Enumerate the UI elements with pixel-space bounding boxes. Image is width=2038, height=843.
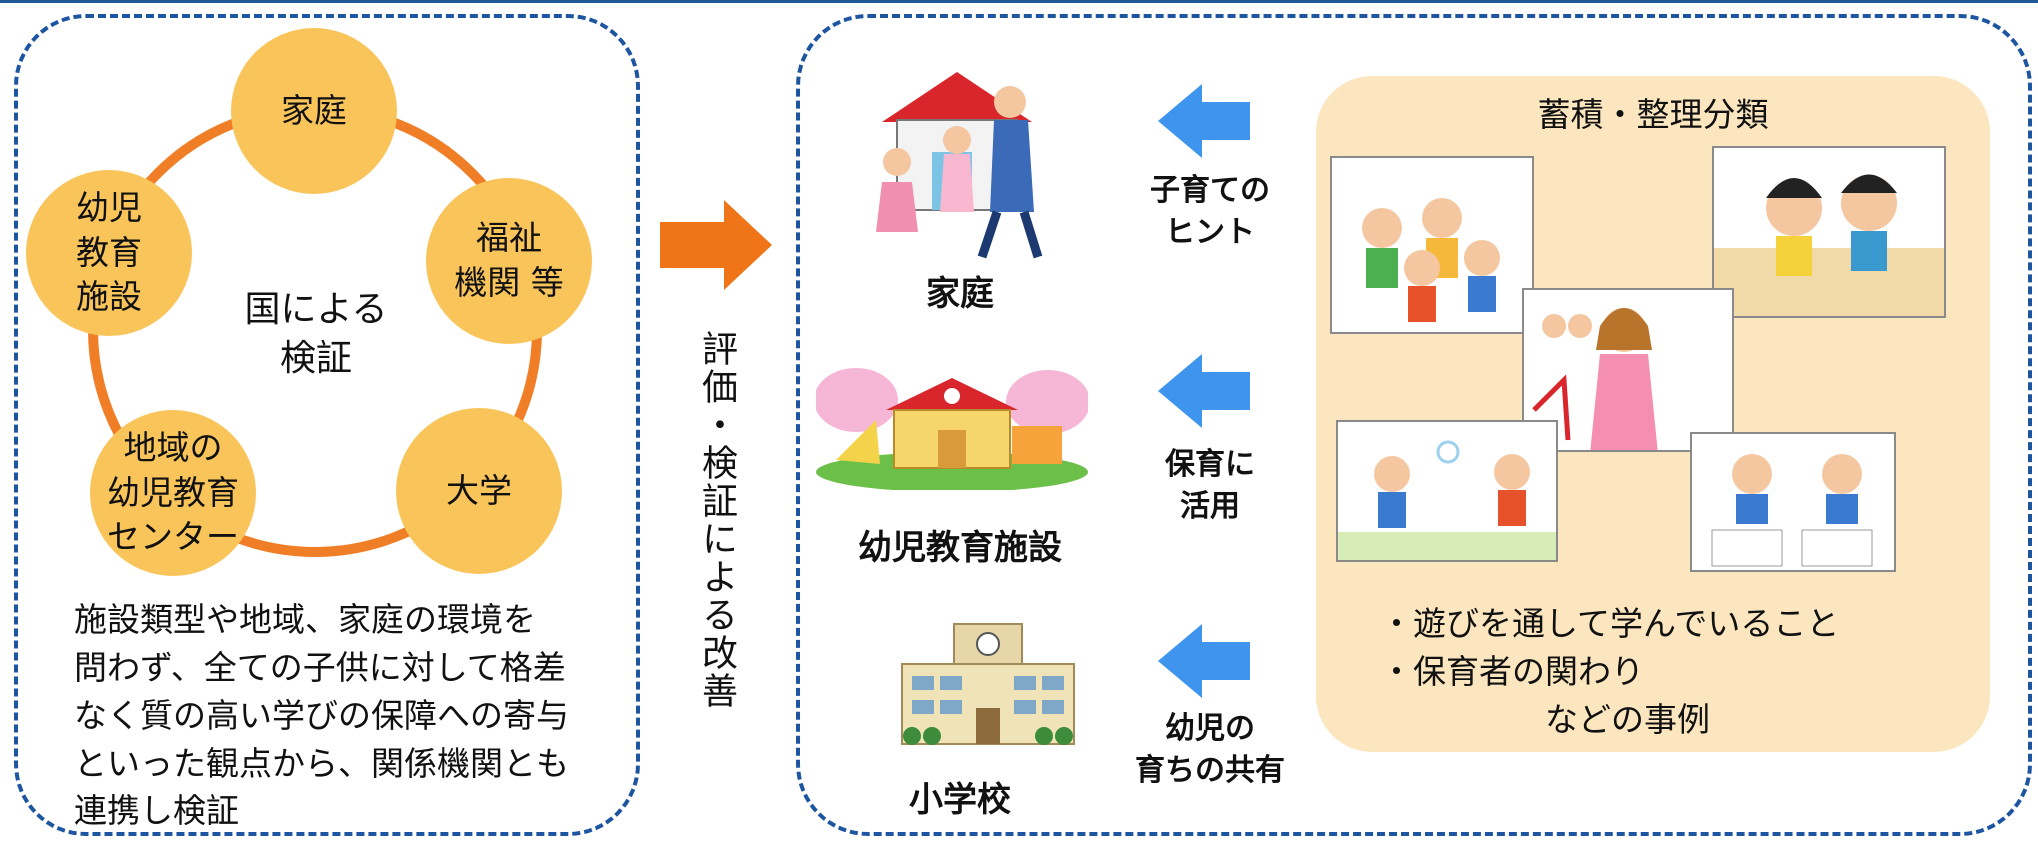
accumulation-note: などの事例 [1380, 699, 1710, 739]
photo-children-drawing [1690, 432, 1896, 572]
verification-description: 施設類型や地域、家庭の環境を 問わず、全ての子供に対して格差 なく質の高い学びの… [74, 600, 569, 831]
flow-arrow-icon [1158, 624, 1250, 698]
family-illustration [876, 72, 1043, 259]
facility-illustration [816, 368, 1088, 490]
flow-label-childcare: 保育に 活用 [1165, 447, 1255, 524]
flow-arrow-icon [1158, 84, 1250, 158]
utilization-box [796, 14, 2032, 836]
node-home: 家庭 [231, 28, 397, 194]
node-facility: 幼児 教育 施設 [26, 170, 192, 336]
target-facility-label: 幼児教育施設 [858, 528, 1062, 568]
accumulation-note: ・保育者の関わり [1380, 651, 1644, 691]
photo-children-singing [1330, 156, 1534, 334]
national-verification-label: 国による 検証 [244, 289, 388, 379]
flow-label-sharing: 幼児の 育ちの共有 [1135, 711, 1285, 788]
verification-box [14, 14, 640, 836]
top-rule [0, 0, 2038, 3]
improvement-arrow-icon [660, 200, 772, 290]
accumulation-note: ・遊びを通して学んでいること [1380, 604, 1840, 643]
school-illustration [901, 623, 1075, 745]
target-home-label: 家庭 [926, 274, 994, 314]
node-welfare: 福祉 機関 等 [426, 178, 592, 344]
node-regional-center: 地域の 幼児教育 センター [90, 410, 256, 576]
node-university: 大学 [396, 408, 562, 574]
photo-children-playground [1712, 146, 1946, 318]
evaluation-improvement-label: 評価・検証による改善 [696, 330, 737, 710]
accumulation-title: 蓄積・整理分類 [1537, 95, 1769, 134]
flow-label-hints: 子育ての ヒント [1150, 173, 1270, 250]
accumulation-notes: ・遊びを通して学んでいること ・保育者の関わり などの事例 [1380, 600, 1839, 744]
flow-arrow-icon [1158, 354, 1250, 428]
target-school-label: 小学校 [909, 780, 1011, 820]
photo-teacher [1522, 288, 1734, 452]
photo-children-outdoors [1336, 420, 1558, 562]
